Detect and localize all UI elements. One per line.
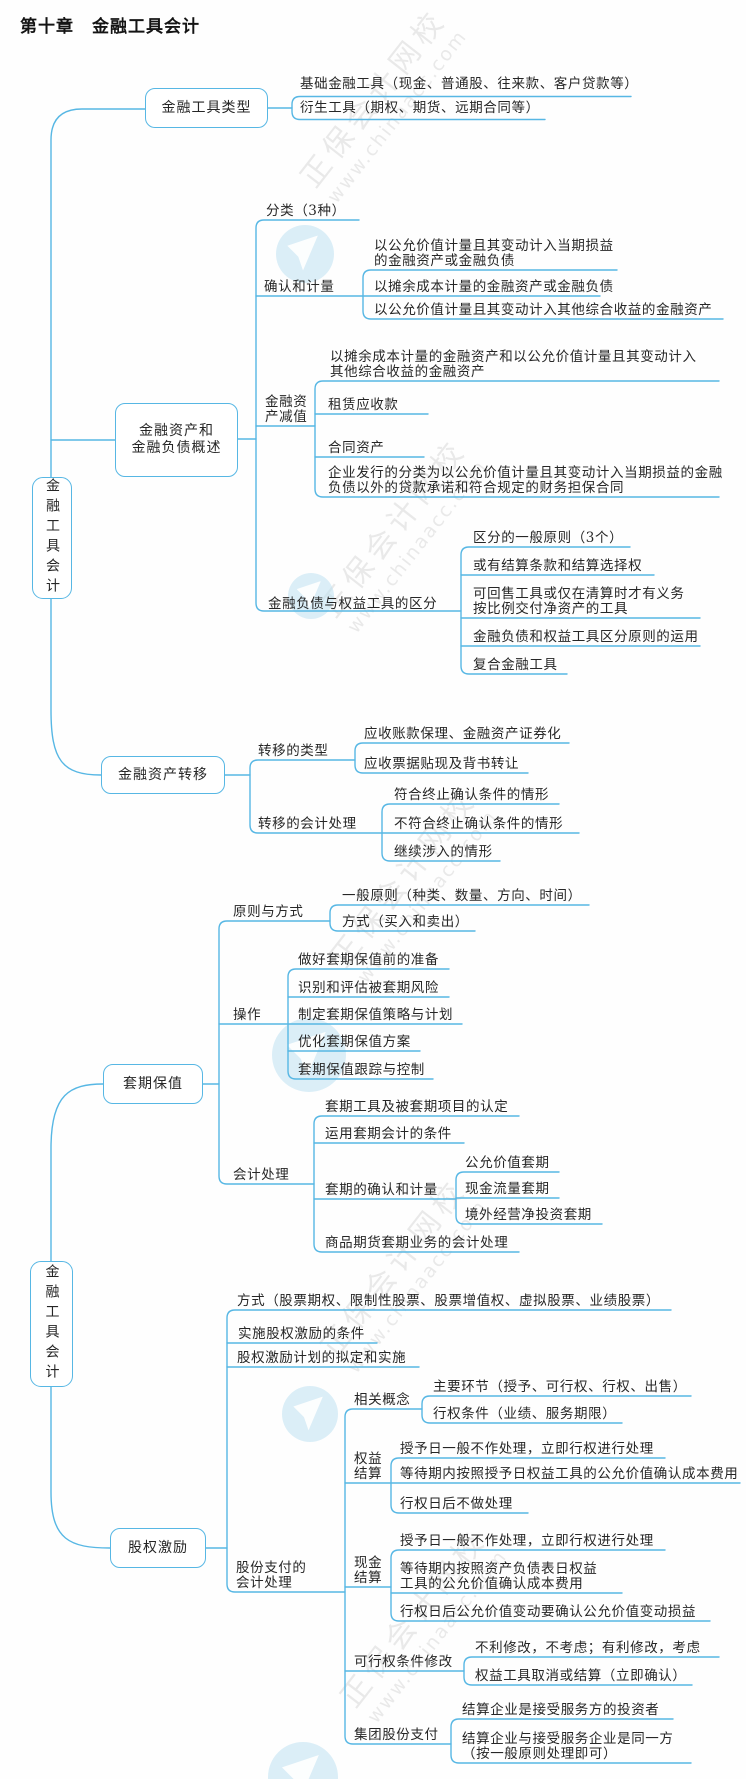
- child-bus: [390, 1457, 666, 1514]
- leaf-derivative-instruments: 衍生工具（期权、期货、远期合同等）: [300, 100, 540, 116]
- leaf-contract-asset: 合同资产: [328, 440, 385, 456]
- child-bus: [226, 1309, 672, 1593]
- root-node-label: 金融工具会计: [44, 478, 60, 598]
- child-bus: [314, 380, 720, 498]
- leaf-cancel-settle: 权益工具取消或结算（立即确认）: [475, 1668, 687, 1684]
- leaf-fvtpl: 以公允价值计量且其变动计入当期损益 的金融资产或金融负债: [374, 238, 614, 269]
- label-operation: 操作: [233, 1007, 262, 1023]
- child-bus: [329, 904, 590, 932]
- label-hedge-measurement: 套期的确认和计量: [325, 1182, 438, 1198]
- leaf-prepare: 做好套期保值前的准备: [298, 952, 439, 968]
- leaf-main-stages: 主要环节（授予、可行权、行权、出售）: [433, 1379, 687, 1395]
- leaf-strategy-plan: 制定套期保值策略与计划: [298, 1007, 454, 1023]
- root-node-label: 金融工具会计: [43, 1264, 60, 1384]
- label-liability-equity-distinction: 金融负债与权益工具的区分: [268, 596, 438, 612]
- leaf-designation: 套期工具及被套期项目的认定: [325, 1099, 509, 1115]
- leaf-fvoci: 以公允价值计量且其变动计入其他综合收益的金融资产: [374, 302, 713, 318]
- root-node-financial-instruments-1: 金融工具会计: [32, 477, 72, 599]
- leaf-contingent-settlement: 或有结算条款和结算选择权: [473, 558, 643, 574]
- branch-assets-liabilities-overview: 金融资产和 金融负债概述: [115, 403, 238, 477]
- child-bus: [450, 1718, 692, 1764]
- leaf-impairment-scope: 以摊余成本计量的金融资产和以公允价值计量且其变动计入 其他综合收益的金融资产: [330, 349, 697, 380]
- leaf-continuing-involvement: 继续涉入的情形: [394, 844, 493, 860]
- child-bus: [362, 269, 724, 320]
- label-related-concepts: 相关概念: [354, 1392, 411, 1408]
- child-bus: [390, 1549, 711, 1622]
- leaf-net-investment-hedge: 境外经营净投资套期: [465, 1207, 592, 1223]
- child-bus: [463, 1656, 720, 1686]
- leaf-adverse-modification: 不利修改，不考虑；有利修改，考虑: [475, 1640, 701, 1656]
- leaf-derecognition-qualified: 符合终止确认条件的情形: [394, 787, 550, 803]
- leaf-classification: 分类（3种）: [266, 203, 346, 219]
- label-transfer-accounting: 转移的会计处理: [258, 816, 357, 832]
- label-hedge-accounting: 会计处理: [233, 1167, 290, 1183]
- child-bus: [344, 1408, 452, 1745]
- label-transfer-types: 转移的类型: [258, 743, 329, 759]
- page-title: 第十章 金融工具会计: [20, 17, 200, 37]
- leaf-settler-same-party: 结算企业与接受服务企业是同一方 （按一般原则处理即可）: [462, 1731, 674, 1762]
- trunk-line: [50, 108, 146, 776]
- leaf-incentive-plan: 股权激励计划的拟定和实施: [237, 1350, 407, 1366]
- leaf-incentive-conditions: 实施股权激励的条件: [238, 1326, 365, 1342]
- leaf-factoring-securitization: 应收账款保理、金融资产证券化: [364, 726, 562, 742]
- leaf-lease-receivable: 租赁应收款: [328, 397, 399, 413]
- child-bus: [255, 219, 462, 612]
- leaf-cash-waiting-period: 等待期内按照资产负债表日权益 工具的公允价值确认成本费用: [400, 1561, 598, 1592]
- leaf-loan-commitment: 企业发行的分类为以公允价值计量且其变动计入当期损益的金融 负债以外的贷款承诺和符…: [328, 465, 723, 496]
- leaf-cash-flow-hedge: 现金流量套期: [465, 1181, 550, 1197]
- leaf-vesting-conditions: 行权条件（业绩、服务期限）: [433, 1406, 617, 1422]
- leaf-general-principles: 一般原则（种类、数量、方向、时间）: [342, 888, 582, 904]
- label-impairment: 金融资 产减值: [265, 394, 308, 425]
- leaf-commodity-futures: 商品期货套期业务的会计处理: [325, 1235, 509, 1251]
- leaf-puttable-instruments: 可回售工具或仅在清算时才有义务 按比例交付净资产的工具: [473, 586, 685, 617]
- label-principles-ways: 原则与方式: [233, 904, 304, 920]
- child-bus: [313, 1115, 520, 1253]
- leaf-incentive-ways: 方式（股票期权、限制性股票、股票增值权、虚拟股票、业绩股票）: [237, 1293, 660, 1309]
- child-bus: [354, 742, 570, 774]
- label-cash-settled: 现金 结算: [354, 1555, 383, 1586]
- leaf-fair-value-hedge: 公允价值套期: [465, 1155, 550, 1171]
- leaf-equity-after-exercise: 行权日后不做处理: [400, 1496, 513, 1512]
- label-recognition-measurement: 确认和计量: [264, 279, 335, 295]
- leaf-cash-grant-date: 授予日一般不作处理，立即行权进行处理: [400, 1533, 654, 1549]
- leaf-compound-instruments: 复合金融工具: [473, 657, 558, 673]
- label-vesting-modification: 可行权条件修改: [354, 1654, 453, 1670]
- leaf-derecognition-not-qualified: 不符合终止确认条件的情形: [394, 816, 564, 832]
- branch-instrument-types: 金融工具类型: [145, 88, 268, 128]
- child-bus: [421, 1395, 692, 1424]
- branch-equity-incentive: 股权激励: [110, 1528, 206, 1568]
- label-share-payment-accounting: 股份支付的 会计处理: [236, 1560, 307, 1591]
- leaf-amortized-cost: 以摊余成本计量的金融资产或金融负债: [374, 279, 614, 295]
- root-node-financial-instruments-2: 金融工具会计: [30, 1261, 73, 1387]
- leaf-settler-is-investor: 结算企业是接受服务方的投资者: [462, 1702, 660, 1718]
- leaf-distinction-application: 金融负债和权益工具区分原则的运用: [473, 629, 699, 645]
- leaf-equity-grant-date: 授予日一般不作处理，立即行权进行处理: [400, 1441, 654, 1457]
- branch-hedging: 套期保值: [103, 1064, 203, 1104]
- leaf-equity-waiting-period: 等待期内按照授予日权益工具的公允价值确认成本费用: [400, 1466, 739, 1482]
- leaf-hedge-conditions: 运用套期会计的条件: [325, 1126, 452, 1142]
- leaf-optimize-scheme: 优化套期保值方案: [298, 1034, 411, 1050]
- leaf-notes-discount: 应收票据贴现及背书转让: [364, 756, 520, 772]
- leaf-track-control: 套期保值跟踪与控制: [298, 1062, 425, 1078]
- label-equity-settled: 权益 结算: [354, 1451, 383, 1482]
- child-bus: [460, 546, 631, 675]
- leaf-cash-after-exercise: 行权日后公允价值变动要确认公允价值变动损益: [400, 1604, 697, 1620]
- child-bus: [249, 759, 383, 834]
- leaf-identify-risk: 识别和评估被套期风险: [298, 980, 439, 996]
- child-bus: [218, 920, 331, 1185]
- child-bus: [291, 95, 632, 121]
- label-group-share-payment: 集团股份支付: [354, 1727, 439, 1743]
- leaf-buy-sell-ways: 方式（买入和卖出）: [342, 914, 469, 930]
- branch-asset-transfer: 金融资产转移: [101, 756, 225, 794]
- leaf-distinction-principles: 区分的一般原则（3个）: [473, 530, 624, 546]
- leaf-basic-instruments: 基础金融工具（现金、普通股、往来款、客户贷款等）: [300, 76, 639, 92]
